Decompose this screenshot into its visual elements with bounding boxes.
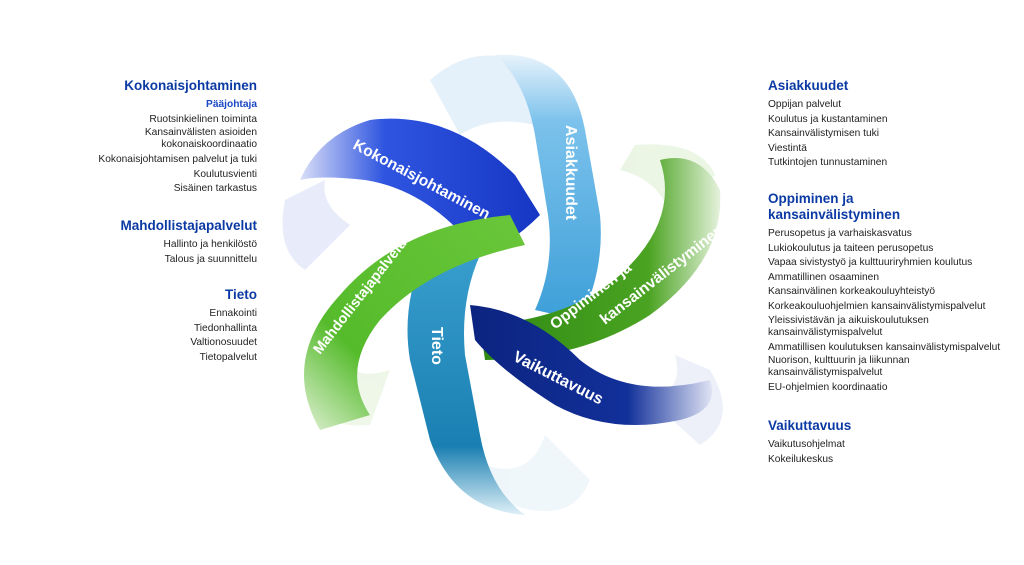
list-item: Talous ja suunnittelu — [164, 253, 257, 265]
list-item: Ennakointi — [209, 308, 257, 319]
ribbon-label-tieto: Tieto — [428, 327, 445, 365]
list-item: EU-ohjelmien koordinaatio — [768, 382, 888, 394]
list-item: Kansainvälinen korkeakouluyhteistyö — [768, 286, 936, 298]
list-item: Tiedonhallinta — [193, 322, 257, 334]
ribbon-mahdollistajapalvelut — [304, 215, 525, 430]
section-title: Tieto — [224, 287, 257, 302]
list-item: Vaikutusohjelmat — [768, 439, 845, 450]
ribbon-diagram: Kokonaisjohtaminen Asiakkuudet Oppiminen… — [282, 54, 727, 515]
list-item: Ruotsinkielinen toiminta — [149, 113, 257, 125]
ribbon-asiakkuudet — [495, 54, 601, 321]
list-item: Kansainvälistymisen tuki — [768, 128, 879, 140]
ribbon-back-asiakkuudet — [430, 55, 535, 135]
ribbon-label-asiakkuudet: Asiakkuudet — [562, 125, 579, 221]
list-item: Kokonaisjohtamisen palvelut ja tuki — [98, 154, 257, 166]
ribbon-tieto — [407, 240, 525, 515]
section-title: Asiakkuudet — [768, 78, 849, 93]
list-item: Perusopetus ja varhaiskasvatus — [768, 228, 912, 239]
list-item: Oppijan palvelut — [768, 99, 842, 110]
ribbon-back-tieto — [485, 435, 590, 512]
list-item: Kokeilukeskus — [768, 453, 834, 465]
list-item: Vapaa sivistystyö ja kulttuuriryhmien ko… — [768, 257, 973, 269]
list-item: Tietopalvelut — [199, 351, 257, 363]
list-item: Pääjohtaja — [206, 99, 257, 110]
list-item: Viestintä — [768, 142, 807, 154]
list-item: Koulutus ja kustantaminen — [768, 113, 888, 125]
section-title: Kokonaisjohtaminen — [124, 78, 257, 93]
list-item: Sisäinen tarkastus — [173, 183, 257, 195]
section-title: Vaikuttavuus — [768, 418, 852, 433]
list-item: Koulutusvienti — [193, 168, 257, 180]
list-item: Korkeakouluohjelmien kansainvälistymispa… — [768, 300, 986, 312]
ribbon-back-kokonaisjohtaminen — [282, 180, 350, 270]
list-item: Ammatillinen osaaminen — [768, 271, 879, 283]
list-item: Valtionosuudet — [190, 337, 257, 349]
list-item: Ammatillisen koulutuksen kansainvälistym… — [768, 341, 1001, 353]
ribbon-vaikuttavuus — [470, 305, 712, 425]
list-item: Lukiokoulutus ja taiteen perusopetus — [768, 242, 934, 254]
list-item: Tutkintojen tunnustaminen — [768, 157, 888, 169]
section-title: Mahdollistajapalvelut — [120, 218, 257, 233]
list-item: Hallinto ja henkilöstö — [163, 239, 257, 250]
